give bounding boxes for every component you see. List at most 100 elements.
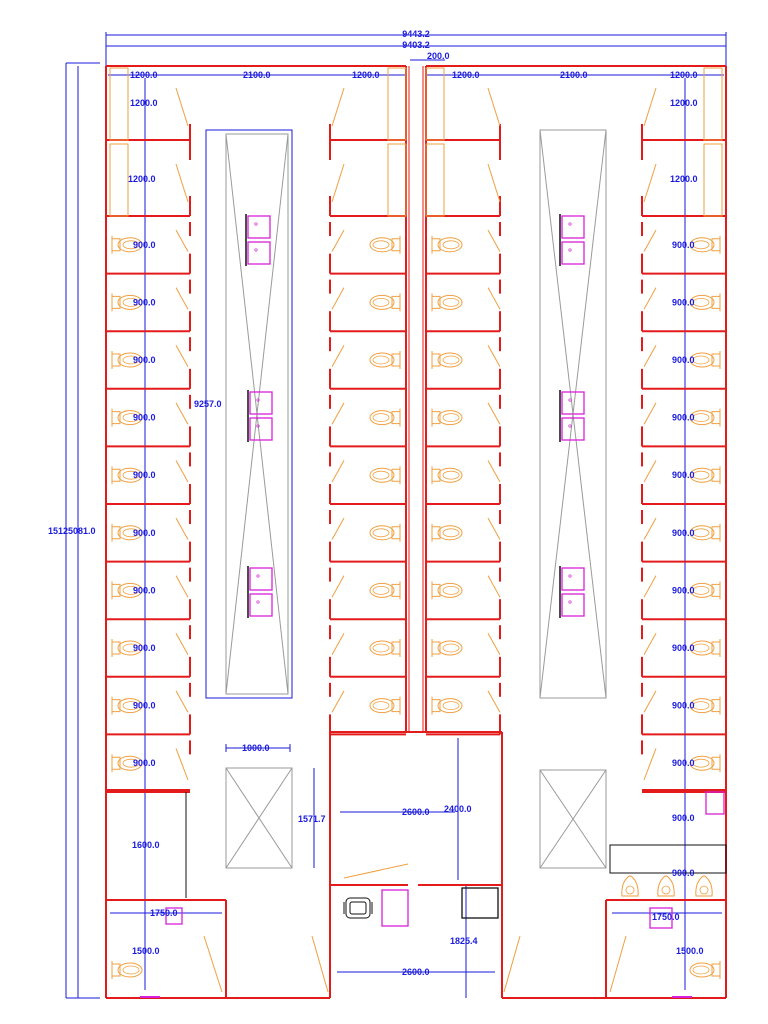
lower-left-3-label: 1500.0 [132,946,160,956]
left-outer-door-9 [175,690,189,713]
service-height-label: 2400.0 [444,804,472,814]
left-inner-door-2 [331,287,345,310]
toilet-lower-left [111,960,143,980]
stall-dimension-labels: 900.0 900.0 900.0 900.0 900.0 900.0 900.0 900.0… [133,240,695,878]
right-inner-toilet-5 [431,465,463,485]
right-outer-door-2 [643,287,657,310]
sink-pair-right-middle [559,389,585,443]
dimension-lines [65,32,727,999]
right-inner-door-6 [487,517,501,540]
stall-label-right-7: 900.0 [672,585,695,595]
stall-label-right-2: 900.0 [672,297,695,307]
stall-label-left-2: 900.0 [133,297,156,307]
sink-pair-left-bottom [247,565,273,619]
left-shower-2-label: 1200.0 [128,174,156,184]
stall-label-left-3: 900.0 [133,355,156,365]
stall-label-left-6: 900.0 [133,528,156,538]
right-inner-toilet-8 [431,638,463,658]
stall-label-left-8: 900.0 [133,643,156,653]
overall-height-label: 15125081.0 [48,526,96,536]
left-inner-toilet-4 [369,408,401,428]
stall-label-left-7: 900.0 [133,585,156,595]
right-inner-door-5 [487,460,501,483]
stall-label-left-5: 900.0 [133,470,156,480]
left-inner-door-5 [331,460,345,483]
right-inner-toilet-3 [431,350,463,370]
top-right-a-label: 1200.0 [452,70,480,80]
stall-label-right-8: 900.0 [672,643,695,653]
urinal-1 [621,875,639,897]
stall-label-right-1: 900.0 [672,240,695,250]
right-outer-door-8 [643,632,657,656]
right-outer-door-9 [643,690,657,713]
divider-label: 200.0 [427,51,450,61]
right-inner-door-8 [487,632,501,656]
right-inner-door-1 [487,229,501,252]
left-inner-toilet-2 [369,292,401,312]
right-outer-door-5 [643,460,657,483]
stall-label-left-10: 900.0 [133,758,156,768]
right-inner-door-3 [487,344,501,368]
corridor-length-label: 9257.0 [194,399,222,409]
desk-chair-icon [343,897,373,919]
right-inner-door-9 [487,690,501,713]
stall-label-right-extra-1: 900.0 [672,813,695,823]
left-inner-toilet-5 [369,465,401,485]
lower-right-1-label: 1750.0 [652,912,680,922]
stall-label-left-1: 900.0 [133,240,156,250]
right-inner-toilet-9 [431,696,463,716]
lower-left-1-label: 1600.0 [132,840,160,850]
left-inner-toilet-3 [369,350,401,370]
walls [105,65,727,999]
box-width-label: 1000.0 [242,743,270,753]
toilet-lower-right [689,960,721,980]
left-outer-door-10 [175,748,189,781]
left-inner-door-6 [331,517,345,540]
stall-label-left-9: 900.0 [133,701,156,711]
stall-label-right-3: 900.0 [672,355,695,365]
left-inner-door-3 [331,344,345,368]
lower-left-2-label: 1750.0 [150,908,178,918]
left-outer-door-1 [175,229,189,252]
left-outer-door-5 [175,460,189,483]
stall-label-left-4: 900.0 [133,413,156,423]
left-inner-toilet-1 [369,235,401,255]
right-outer-door-3 [643,344,657,368]
left-inner-door-1 [331,229,345,252]
urinal-2 [657,875,675,897]
left-inner-door-4 [331,402,345,425]
stall-label-right-extra-2: 900.0 [672,868,695,878]
box-height-label: 1571.7 [298,814,326,824]
right-inner-toilet-4 [431,408,463,428]
bottom-misc-label: 1825.4 [450,936,478,946]
urinal-3 [695,875,713,897]
service-room-fixtures [111,791,727,998]
sink-pair-right-bottom [559,565,585,619]
service-width-label: 2600.0 [402,807,430,817]
left-shower-1-label: 1200.0 [130,98,158,108]
toilet-stalls [106,222,726,793]
left-inner-door-7 [331,575,345,598]
right-shower-2-label: 1200.0 [670,174,698,184]
right-outer-door-7 [643,575,657,598]
right-inner-toilet-7 [431,580,463,600]
left-outer-door-4 [175,402,189,425]
left-outer-door-6 [175,517,189,540]
stall-label-right-5: 900.0 [672,470,695,480]
sink-pair-left-middle [247,389,273,443]
left-outer-door-8 [175,632,189,656]
stall-label-right-10: 900.0 [672,758,695,768]
right-outer-door-10 [643,748,657,781]
lower-right-2-label: 1500.0 [676,946,704,956]
sink-units [245,213,585,619]
sink-pair-left-top [245,213,271,267]
right-inner-door-7 [487,575,501,598]
left-inner-door-9 [331,690,345,713]
right-inner-door-2 [487,287,501,310]
corridor-outlines [205,129,607,869]
top-left-b-label: 1200.0 [352,70,380,80]
right-outer-door-6 [643,517,657,540]
top-left-a-label: 1200.0 [130,70,158,80]
top-mid-right-label: 2100.0 [560,70,588,80]
